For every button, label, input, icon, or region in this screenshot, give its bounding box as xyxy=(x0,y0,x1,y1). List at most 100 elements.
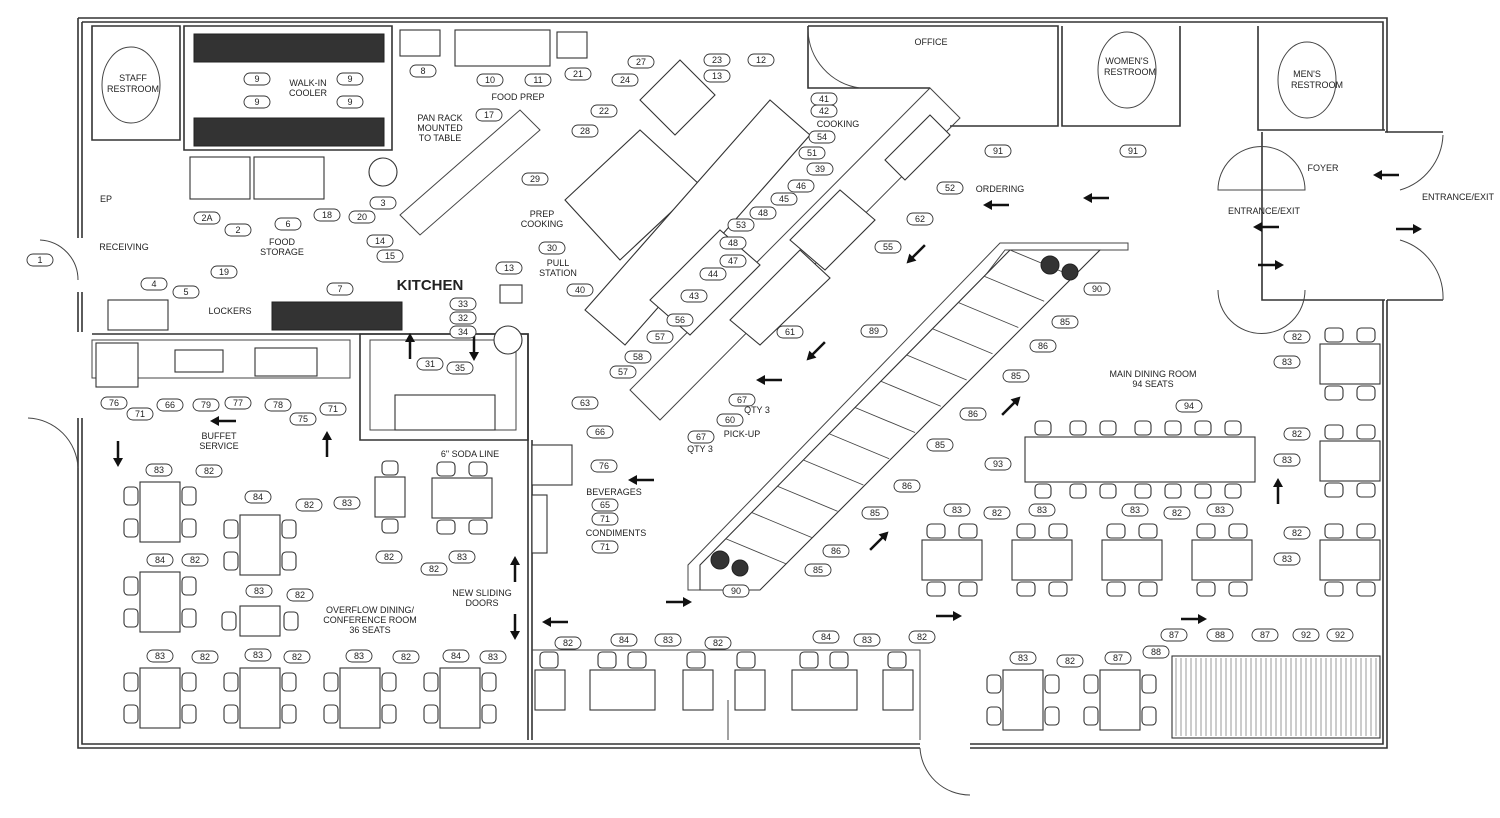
chair xyxy=(1224,483,1242,499)
tag-number: 14 xyxy=(375,236,385,246)
tag-number: 19 xyxy=(219,267,229,277)
tag-number: 79 xyxy=(201,400,211,410)
label-ep: EP xyxy=(100,194,112,204)
buffet-counter xyxy=(687,242,1129,591)
flow-arrow-icon xyxy=(542,617,568,627)
tag-number: 4 xyxy=(151,279,156,289)
equipment-tag: 83 xyxy=(1273,355,1301,369)
equipment-tag: 92 xyxy=(1326,628,1354,642)
chair xyxy=(1356,385,1376,401)
chair xyxy=(223,519,239,539)
chair xyxy=(181,704,197,724)
chair xyxy=(1194,420,1212,436)
chair xyxy=(123,704,139,724)
equipment-tag: 8 xyxy=(409,64,437,78)
equipment-tag: 85 xyxy=(804,563,832,577)
equipment-tag: 84 xyxy=(812,630,840,644)
chair xyxy=(958,581,978,597)
tag-number: 9 xyxy=(254,74,259,84)
chair xyxy=(986,706,1002,726)
chair xyxy=(1099,483,1117,499)
tag-number: 53 xyxy=(736,220,746,230)
chair xyxy=(1324,523,1344,539)
chair xyxy=(1138,581,1158,597)
chair xyxy=(1324,482,1344,498)
label-beverages: BEVERAGES xyxy=(586,487,642,497)
equipment-tag: 82 xyxy=(181,553,209,567)
chair xyxy=(123,608,139,628)
tag-number: 83 xyxy=(1215,505,1225,515)
tag-number: 87 xyxy=(1113,653,1123,663)
dining-table xyxy=(534,669,566,711)
equipment-tag: 82 xyxy=(1056,654,1084,668)
tag-number: 27 xyxy=(636,57,646,67)
tag-number: 17 xyxy=(484,110,494,120)
tag-number: 55 xyxy=(883,242,893,252)
equipment-tag: 65 xyxy=(591,498,619,512)
flow-arrow-icon xyxy=(469,335,479,361)
equipment-tag: 10 xyxy=(476,73,504,87)
tag-number: 78 xyxy=(273,400,283,410)
equipment-tag: 86 xyxy=(959,407,987,421)
tag-number: 82 xyxy=(200,652,210,662)
label-foyer: FOYER xyxy=(1307,163,1339,173)
chair xyxy=(223,672,239,692)
equipment-tag: 90 xyxy=(722,584,750,598)
label-lockers: LOCKERS xyxy=(208,306,251,316)
chair xyxy=(323,704,339,724)
tag-number: 92 xyxy=(1335,630,1345,640)
equipment-tag: 82 xyxy=(1283,526,1311,540)
flow-arrow-icon xyxy=(1258,260,1284,270)
label-entrance-inner: ENTRANCE/EXIT xyxy=(1228,206,1301,216)
flow-arrow-icon xyxy=(1396,224,1422,234)
label-overflow-1: OVERFLOW DINING/ xyxy=(326,605,415,615)
chair xyxy=(1324,581,1344,597)
tag-number: 40 xyxy=(575,285,585,295)
tag-number: 84 xyxy=(821,632,831,642)
equipment-tag: 84 xyxy=(610,633,638,647)
equipment-tag: 91 xyxy=(1119,144,1147,158)
dining-table xyxy=(1191,523,1253,597)
equipment-tag: 6 xyxy=(274,217,302,231)
equipment-tag: 82 xyxy=(908,630,936,644)
chair xyxy=(1324,385,1344,401)
chair xyxy=(123,672,139,692)
equipment-tag: 9 xyxy=(336,72,364,86)
chair xyxy=(887,651,907,669)
chair xyxy=(1106,523,1126,539)
chair xyxy=(829,651,849,669)
tag-number: 66 xyxy=(165,400,175,410)
chair xyxy=(123,576,139,596)
tag-number: 82 xyxy=(1172,508,1182,518)
tag-number: 83 xyxy=(457,552,467,562)
equipment-tag: 20 xyxy=(348,210,376,224)
chair xyxy=(1356,424,1376,440)
equipment-tag: 90 xyxy=(1083,282,1111,296)
equipment-tag: 83 xyxy=(654,633,682,647)
equipment-tag: 82 xyxy=(375,550,403,564)
equipment-tag: 71 xyxy=(591,512,619,526)
label-staff-restroom-1: STAFF xyxy=(119,73,147,83)
equipment-tag: 51 xyxy=(798,146,826,160)
equipment-tag: 41 xyxy=(810,92,838,106)
tag-number: 93 xyxy=(993,459,1003,469)
tag-number: 1 xyxy=(37,255,42,265)
tag-number: 9 xyxy=(347,97,352,107)
chair xyxy=(323,672,339,692)
equipment-tag: 52 xyxy=(936,181,964,195)
tag-number: 85 xyxy=(813,565,823,575)
equipment-tag: 87 xyxy=(1251,628,1279,642)
label-pickup: PICK-UP xyxy=(724,429,761,439)
equipment-tag: 76 xyxy=(100,396,128,410)
tag-number: 82 xyxy=(401,652,411,662)
flow-arrow-icon xyxy=(756,375,782,385)
equipment-tag: 82 xyxy=(704,636,732,650)
tag-number: 87 xyxy=(1169,630,1179,640)
label-pull-station-1: PULL xyxy=(547,258,570,268)
equipment-tag: 82 xyxy=(1283,330,1311,344)
equipment-tag: 9 xyxy=(336,95,364,109)
tag-number: 82 xyxy=(292,652,302,662)
equipment-tag: 85 xyxy=(1002,369,1030,383)
equipment-tag: 86 xyxy=(893,479,921,493)
